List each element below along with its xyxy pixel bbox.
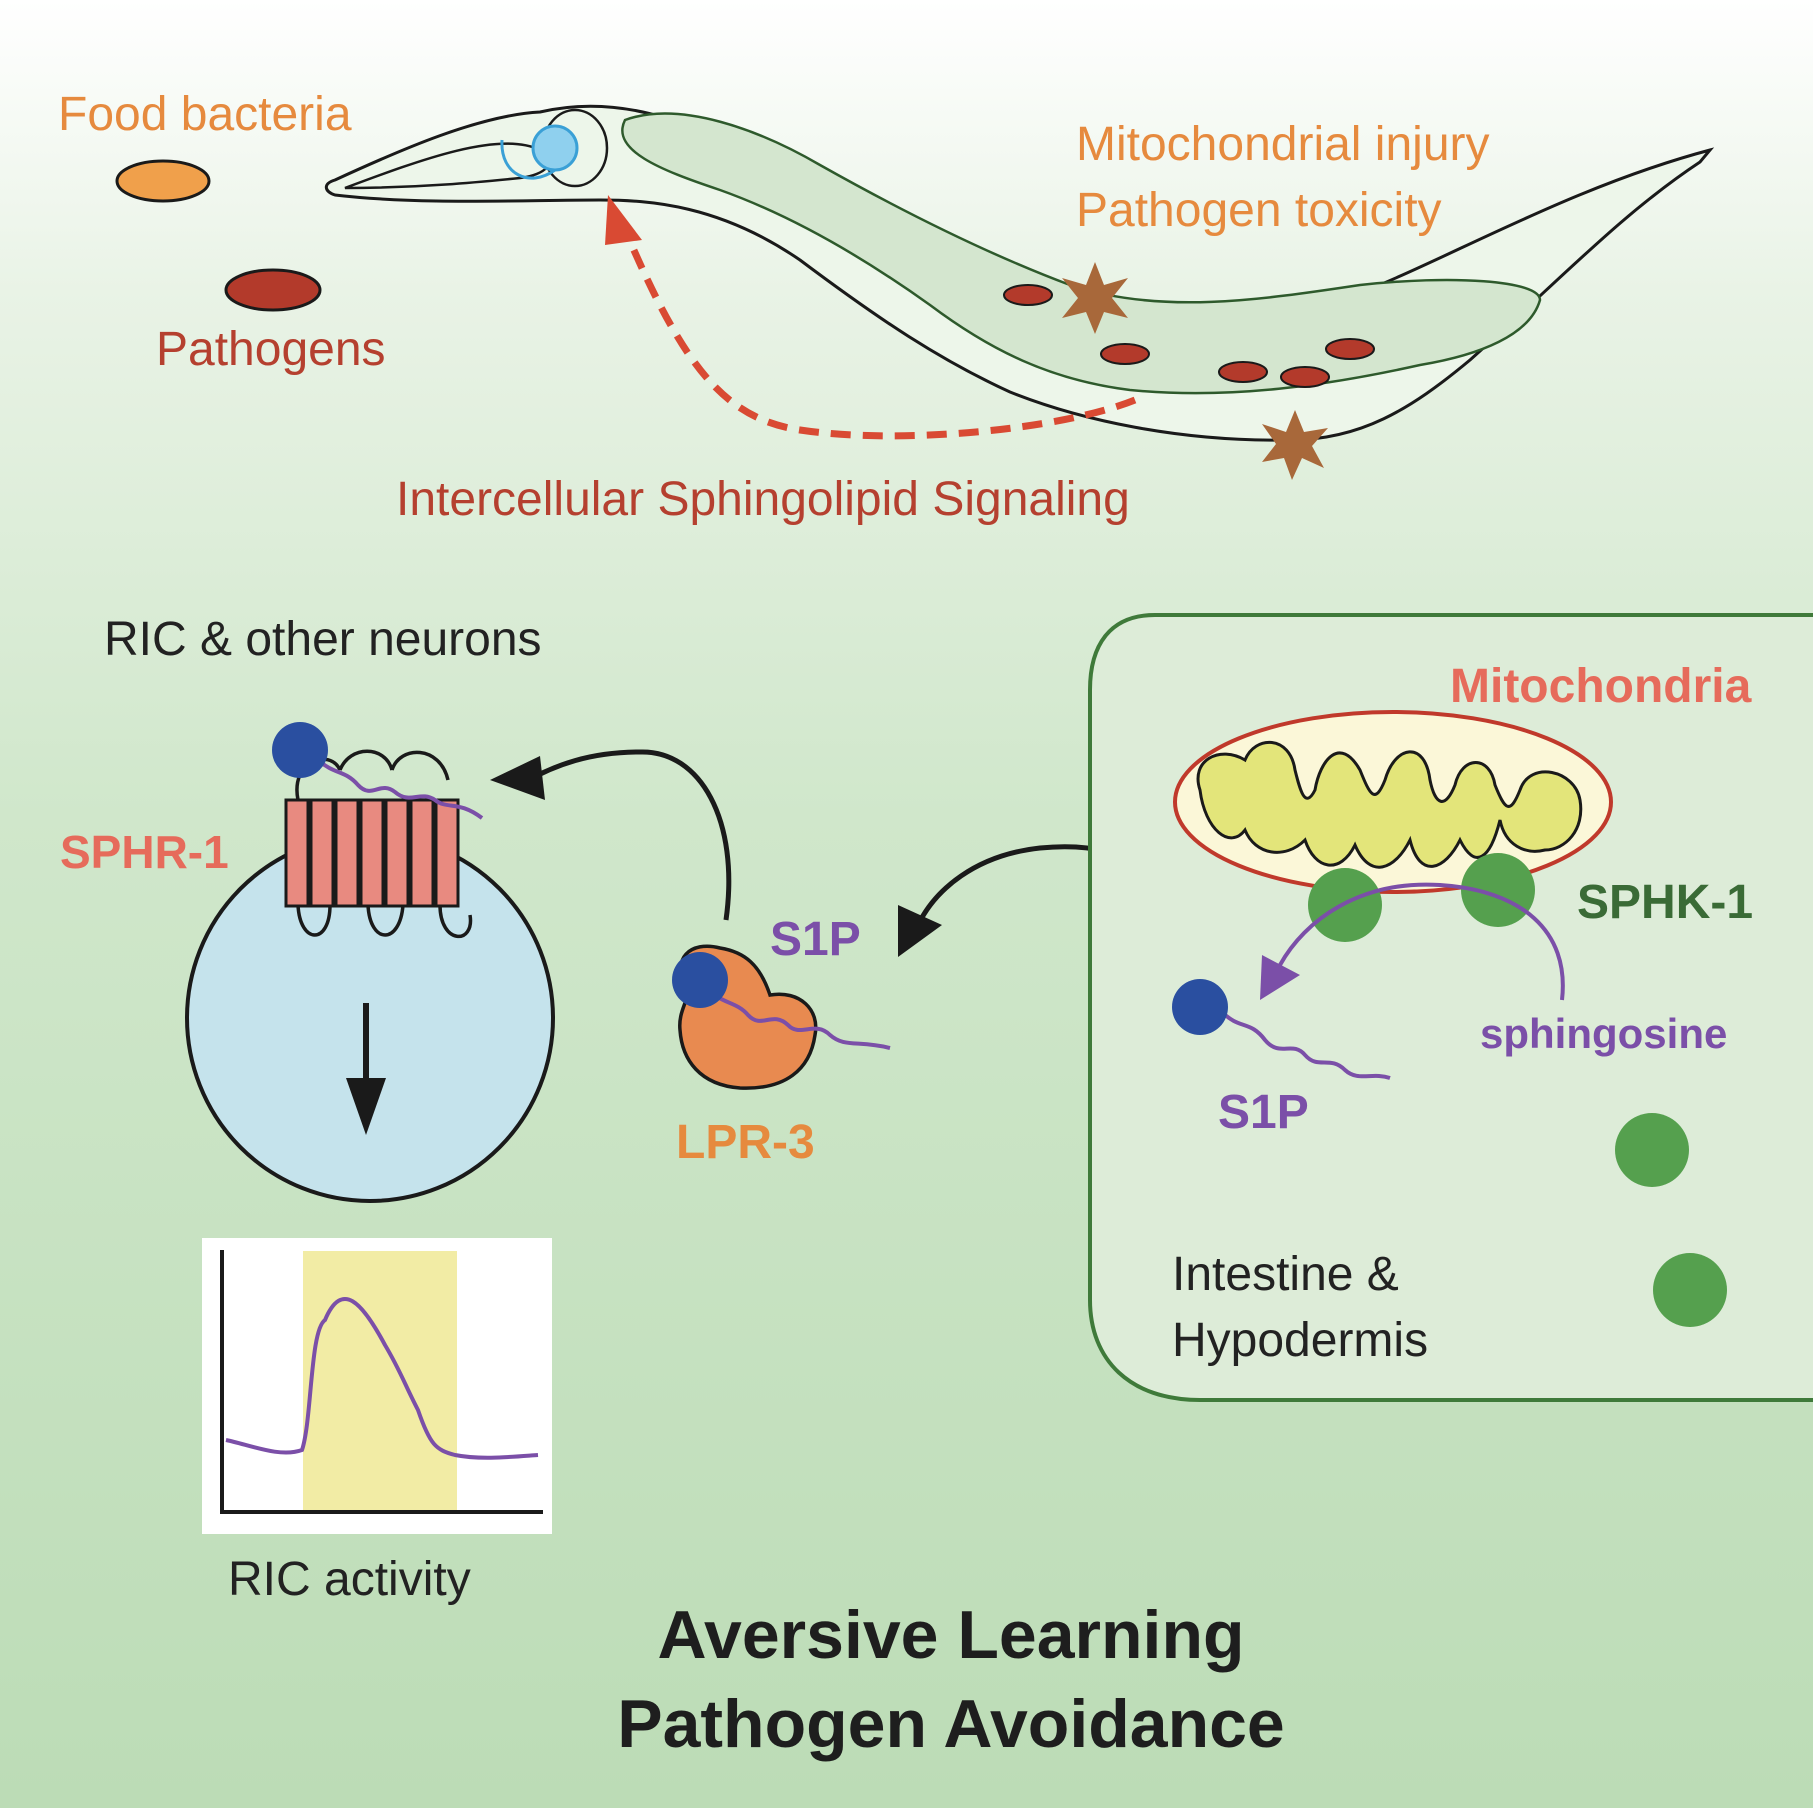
food-bacteria-label: Food bacteria (58, 88, 352, 141)
s1p-tail (1220, 1010, 1391, 1080)
pathogen-icon (224, 268, 322, 312)
food-bacteria-icon (115, 159, 211, 203)
s1p-head (272, 722, 328, 778)
ric-activity-label: RIC activity (228, 1553, 471, 1606)
gpcr-receptor-icon (284, 749, 473, 939)
neuron-process (500, 139, 556, 180)
arrowhead (490, 756, 545, 800)
stimulus-window (303, 1251, 457, 1511)
mitochondrial-injury-label: Mitochondrial injury (1076, 118, 1490, 171)
intercellular-signaling-label: Intercellular Sphingolipid Signaling (396, 473, 1130, 526)
gut-pathogen (1218, 361, 1268, 383)
plot-axes (220, 1250, 543, 1514)
sphk1-enzyme (1461, 853, 1535, 927)
worm-icon (324, 104, 1715, 480)
tm-helix (384, 798, 410, 908)
down-arrowhead (346, 1078, 386, 1135)
injury-star-icon (1262, 410, 1328, 480)
signal-arrowhead (605, 195, 642, 245)
neuron-location-marker (531, 124, 579, 172)
sphingosine-conversion-arrow (1278, 882, 1565, 1001)
injury-star-icon (1062, 262, 1128, 334)
gut-pathogen (1003, 284, 1053, 306)
ric-neurons-label: RIC & other neurons (104, 613, 542, 666)
s1p-head (672, 952, 728, 1008)
tm-helix (284, 798, 310, 908)
ric-activity-plot (202, 1238, 552, 1534)
gut-pathogen (1100, 343, 1150, 365)
tm-helix (359, 798, 385, 908)
title-line-1: Aversive Learning (657, 1597, 1244, 1673)
tm-helix (309, 798, 335, 908)
s1p-tail (703, 983, 891, 1050)
gut-pathogen (1325, 338, 1375, 360)
arrowhead (1260, 955, 1300, 1000)
lpr3-to-receptor-arrow (523, 749, 732, 921)
gut-pathogen (1280, 366, 1330, 388)
mitochondrion-icon (1173, 710, 1613, 894)
s1p-middle-label: S1P (770, 913, 861, 966)
tm-helix (334, 798, 360, 908)
tm-helix (409, 798, 435, 908)
pathogens-label: Pathogens (156, 323, 386, 376)
sphingosine-label: sphingosine (1480, 1010, 1727, 1057)
s1p-head (1172, 979, 1228, 1035)
arrowhead (898, 905, 942, 957)
sphk1-enzyme (1615, 1113, 1689, 1187)
worm-gut (621, 112, 1542, 395)
hypodermis-label: Hypodermis (1172, 1314, 1428, 1367)
s1p-tail (316, 758, 484, 820)
sphk1-label: SPHK-1 (1577, 876, 1753, 929)
sphr1-label: SPHR-1 (60, 826, 229, 878)
s1p-right-label: S1P (1218, 1086, 1309, 1139)
lpr3-label: LPR-3 (676, 1116, 815, 1169)
title-line-2: Pathogen Avoidance (617, 1686, 1285, 1762)
tm-helix (434, 798, 460, 908)
mito-cristae (1196, 741, 1583, 869)
sphk1-enzyme (1653, 1253, 1727, 1327)
activity-trace (225, 1297, 539, 1460)
intestine-label: Intestine & (1172, 1248, 1399, 1301)
pathogen-toxicity-label: Pathogen toxicity (1076, 184, 1442, 237)
sphingolipid-signal-arrow (616, 216, 1137, 440)
mitochondria-label: Mitochondria (1450, 660, 1752, 713)
